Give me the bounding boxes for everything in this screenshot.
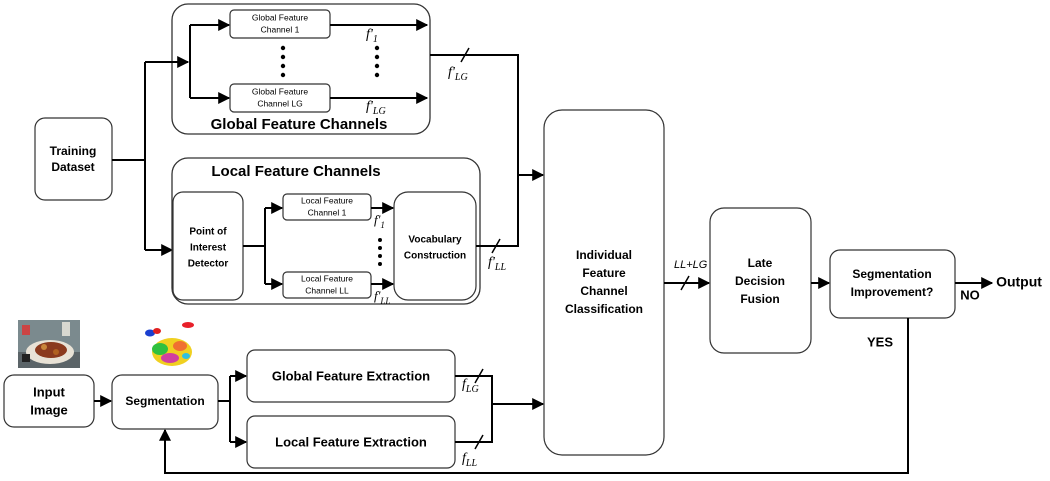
- extract-flg-label: fLG: [462, 377, 479, 395]
- global-extraction-label: Global Feature Extraction: [272, 368, 430, 383]
- local-features-ellipsis: [378, 238, 382, 266]
- segmentation-mask-image: [145, 322, 194, 366]
- global-merge-line: [430, 54, 519, 175]
- local-merge-line: [476, 175, 519, 247]
- vocabulary-construction-box: [393, 191, 477, 301]
- global-extract-tick: [474, 368, 484, 384]
- global-channels-title: Global Feature Channels: [211, 116, 388, 133]
- local-channel-ll-line1: Local Feature: [301, 273, 353, 283]
- food-image-thumbnail: [18, 320, 80, 368]
- yes-label: YES: [867, 334, 893, 349]
- local-extract-out-line: [455, 404, 493, 443]
- output-label: Output: [996, 274, 1042, 290]
- local-channel-1-line1: Local Feature: [301, 195, 353, 205]
- local-channels-title: Local Feature Channels: [211, 163, 380, 180]
- seg-improvement-box: [829, 249, 956, 319]
- global-channel-lg-line2: Channel LG: [257, 98, 302, 108]
- late-fusion-line3: Fusion: [740, 292, 779, 306]
- late-fusion-line2: Decision: [735, 274, 785, 288]
- ll-lg-label: LL+LG: [674, 259, 708, 271]
- global-f1-label: f'1: [366, 27, 378, 45]
- global-flg-label: f'LG: [366, 99, 386, 117]
- training-dataset-line2: Dataset: [51, 160, 94, 174]
- seg-improvement-line2: Improvement?: [851, 285, 934, 299]
- poi-line1: Point of: [189, 227, 227, 238]
- training-dataset-line1: Training: [50, 144, 97, 158]
- ll-lg-tick: [680, 275, 690, 291]
- poi-line3: Detector: [188, 259, 229, 270]
- segmentation-label: Segmentation: [125, 394, 204, 408]
- local-channel-1-line2: Channel 1: [308, 207, 347, 217]
- local-merge-tick: [491, 238, 501, 254]
- global-channels-ellipsis: [280, 45, 286, 78]
- classification-line4: Classification: [565, 302, 643, 316]
- late-fusion-box: [709, 207, 812, 354]
- training-dataset-box: [34, 117, 113, 201]
- input-image-box: [3, 374, 95, 428]
- global-channel-1-line2: Channel 1: [261, 24, 300, 34]
- global-merge-tick: [460, 47, 470, 63]
- vocab-line2: Construction: [404, 251, 466, 262]
- classification-line3: Channel: [580, 284, 627, 298]
- input-image-line2: Image: [30, 402, 68, 417]
- local-extraction-label: Local Feature Extraction: [275, 434, 427, 449]
- global-channel-1-line1: Global Feature: [252, 12, 308, 22]
- feedback-loop-arrow: [159, 318, 909, 474]
- late-fusion-line1: Late: [748, 256, 773, 270]
- merge-fll-label: f'LL: [488, 255, 506, 273]
- vocab-line1: Vocabulary: [408, 235, 462, 246]
- local-fll-label: f'LL: [374, 288, 390, 306]
- global-channel-lg-line1: Global Feature: [252, 86, 308, 96]
- input-image-line1: Input: [33, 384, 65, 399]
- local-channel-ll-line2: Channel LL: [305, 285, 349, 295]
- no-label: NO: [960, 287, 980, 302]
- local-extract-tick: [474, 434, 484, 450]
- poi-line2: Interest: [190, 243, 227, 254]
- extract-fll-label: fLL: [462, 451, 477, 469]
- classification-line1: Individual: [576, 248, 632, 262]
- classification-line2: Feature: [582, 266, 626, 280]
- local-f1-label: f'1: [374, 212, 385, 230]
- classification-box: [543, 109, 665, 456]
- seg-improvement-line1: Segmentation: [852, 267, 931, 281]
- global-features-ellipsis: [374, 45, 380, 78]
- merge-flg-label: f'LG: [448, 65, 468, 83]
- global-extract-out-line: [455, 375, 493, 404]
